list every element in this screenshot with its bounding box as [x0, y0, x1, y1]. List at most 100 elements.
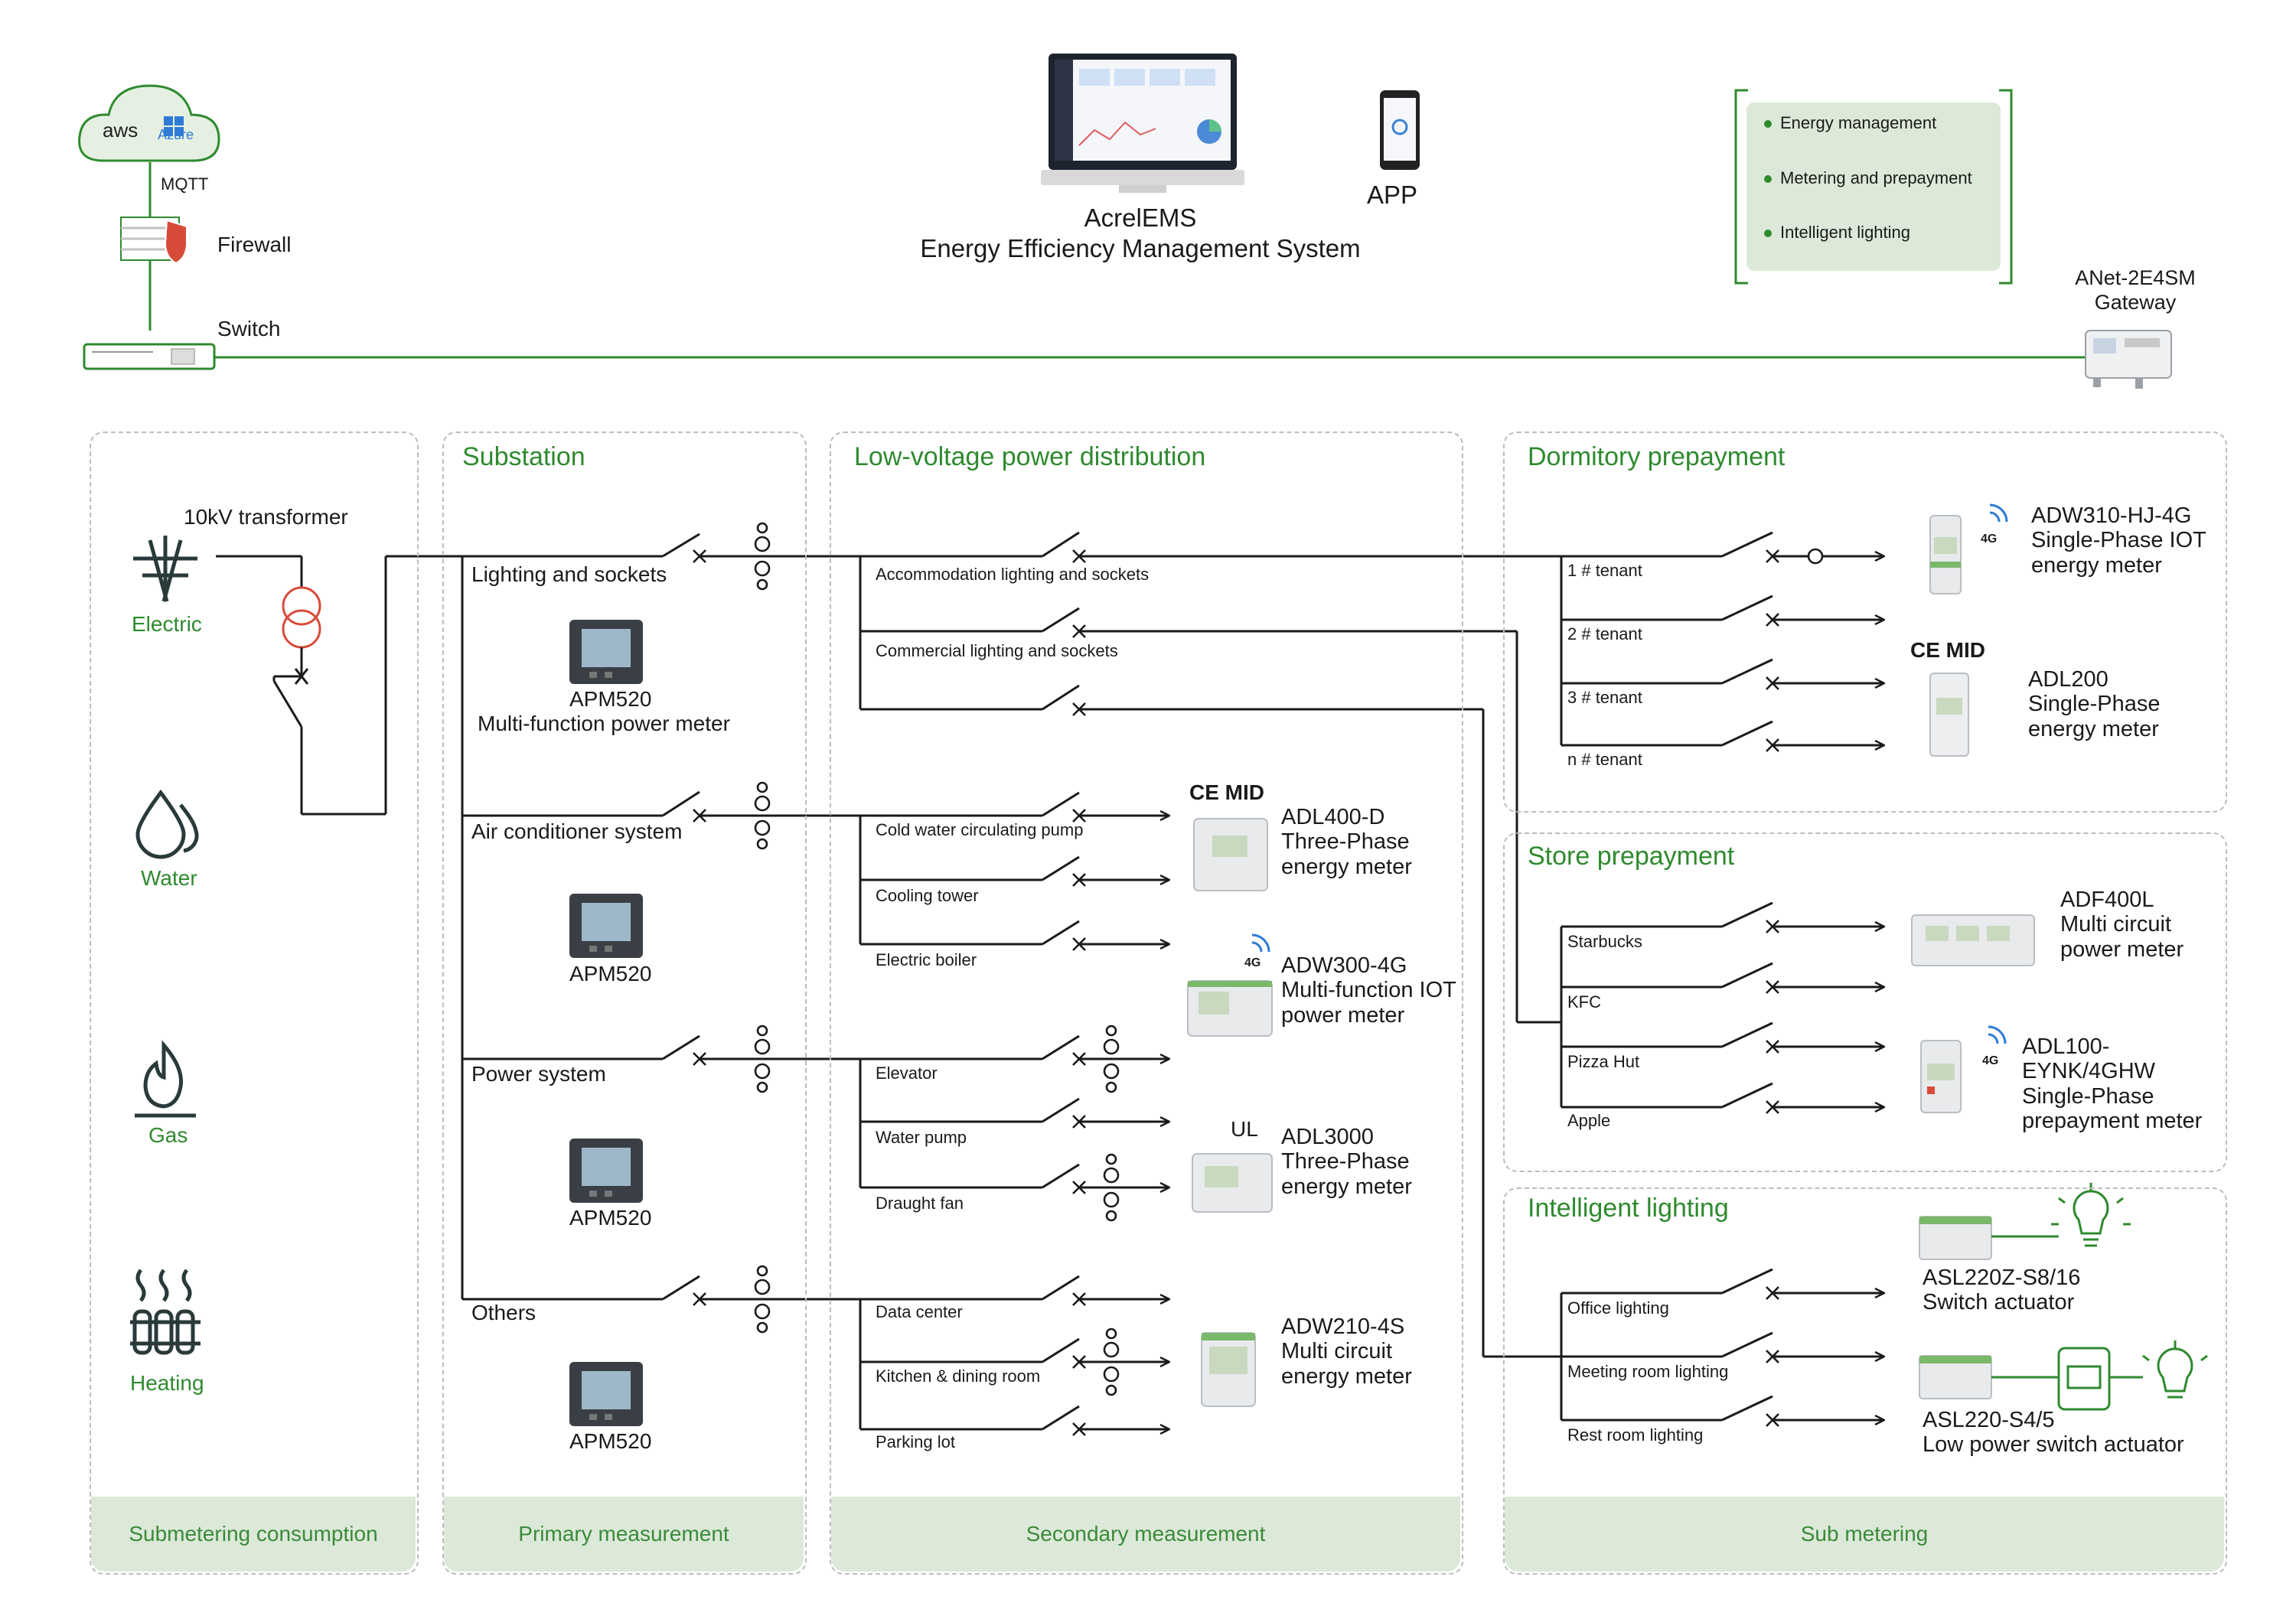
shop-pizza-hut: Pizza Hut: [1567, 1052, 1640, 1071]
tenant-n: n # tenant: [1567, 750, 1642, 769]
network-switch-icon: [83, 343, 216, 370]
apm520-label-3: APM520: [569, 1206, 652, 1230]
phone-icon: [1380, 90, 1420, 170]
dormitory-title: Dormitory prepayment: [1528, 442, 1786, 471]
lowvoltage-panel: [830, 432, 1463, 1575]
shop-kfc: KFC: [1567, 992, 1601, 1011]
feature-energy-management: Energy management: [1780, 113, 1937, 132]
store-title: Store prepayment: [1528, 842, 1735, 871]
branch-lighting-sockets: Lighting and sockets: [471, 562, 667, 586]
circuit-electric-boiler: Electric boiler: [876, 950, 977, 969]
branch-others: Others: [471, 1301, 536, 1324]
cert-ce-mid-2: CE MID: [1910, 638, 1985, 662]
tenant-3: 3 # tenant: [1567, 688, 1642, 707]
secondary-meter-icons: [1187, 818, 1273, 1407]
firewall-label: Firewall: [217, 233, 292, 256]
circuit-elevator: Elevator: [876, 1064, 938, 1083]
sub-metering-footer: Sub metering: [1505, 1497, 2224, 1572]
low-voltage-wiring: [859, 531, 1561, 1431]
monitor-icon: [1041, 54, 1244, 193]
current-transformers: [754, 522, 1824, 1396]
substation-wiring: [461, 533, 860, 1301]
tenant-1: 1 # tenant: [1567, 561, 1642, 580]
circuit-cold-water-pump: Cold water circulating pump: [876, 820, 1084, 839]
substation-footer: Primary measurement: [444, 1497, 804, 1572]
electric-tower-icon: [133, 536, 197, 602]
transformer-chain: [216, 555, 462, 816]
substation-panel: [442, 432, 807, 1575]
circuit-data-center: Data center: [876, 1302, 963, 1321]
feature-lighting: Intelligent lighting: [1780, 223, 1911, 242]
circuit-commercial: Commercial lighting and sockets: [876, 641, 1118, 660]
heating-radiator-icon: [130, 1269, 201, 1355]
store-panel: [1503, 832, 2227, 1172]
source-heating: Heating: [130, 1371, 204, 1395]
apm520-label-1: APM520: [569, 687, 652, 711]
mqtt-label: MQTT: [161, 174, 209, 194]
apm520-desc: Multi-function power meter: [478, 712, 730, 735]
system-subtitle: Energy Efficiency Management System: [920, 234, 1361, 262]
prepayment-wiring: [1560, 531, 1773, 1422]
system-name: AcrelEMS: [1084, 204, 1197, 232]
lighting-title: Intelligent lighting: [1528, 1194, 1729, 1223]
bulb-icon: [2051, 1183, 2131, 1247]
gateway-label: Gateway: [2094, 291, 2177, 314]
source-water: Water: [141, 866, 197, 890]
azure-label: Azure: [158, 127, 194, 142]
apm520-label-2: APM520: [569, 962, 652, 985]
cert-ul: UL: [1231, 1117, 1258, 1141]
bulb-icon-2: [2142, 1340, 2208, 1399]
feature-bracket: [1734, 89, 2013, 285]
cert-ce-mid-1: CE MID: [1189, 780, 1264, 804]
prepayment-meter-icons: [1911, 515, 2035, 1113]
circuit-parking-lot: Parking lot: [876, 1432, 955, 1451]
wireless-4g-icons: [1251, 503, 2008, 1044]
lighting-panel: [1503, 1187, 2227, 1575]
dormitory-panel: [1503, 432, 2227, 813]
circuit-cooling-tower: Cooling tower: [876, 886, 979, 905]
lighting-office: Office lighting: [1567, 1298, 1669, 1318]
gateway-device-icon: [2085, 330, 2172, 389]
lowvoltage-footer: Secondary measurement: [831, 1497, 1460, 1572]
lowvoltage-title: Low-voltage power distribution: [854, 442, 1206, 471]
aws-label: aws: [103, 119, 139, 142]
feature-metering: Metering and prepayment: [1780, 168, 1972, 187]
apm520-label-4: APM520: [569, 1429, 652, 1453]
lighting-actuator-icons: [1919, 1216, 2143, 1411]
water-drop-icon: [135, 789, 199, 859]
tenant-2: 2 # tenant: [1567, 624, 1642, 643]
submetering-footer: Submetering consumption: [91, 1497, 416, 1572]
source-gas: Gas: [148, 1123, 188, 1147]
gateway-model: ANet-2E4SM: [2075, 266, 2196, 289]
cert-4g-3: 4G: [1982, 1054, 1999, 1067]
branch-air-conditioner: Air conditioner system: [471, 819, 683, 843]
circuit-kitchen: Kitchen & dining room: [876, 1367, 1041, 1386]
cert-4g-1: 4G: [1244, 956, 1261, 969]
firewall-icon: [120, 217, 188, 265]
switch-label: Switch: [217, 317, 281, 340]
transformer-label: 10kV transformer: [184, 505, 348, 529]
submetering-panel: [90, 432, 419, 1575]
low-voltage-outputs: [1079, 816, 1169, 1429]
circuit-accommodation: Accommodation lighting and sockets: [876, 565, 1150, 584]
source-electric: Electric: [132, 612, 202, 636]
shop-starbucks: Starbucks: [1567, 932, 1642, 951]
gas-flame-icon: [135, 1040, 196, 1118]
substation-title: Substation: [462, 442, 585, 471]
lighting-rest-room: Rest room lighting: [1567, 1425, 1704, 1445]
prepayment-outputs: [1773, 556, 1884, 1420]
shop-apple: Apple: [1567, 1111, 1611, 1130]
apm520-meter-icons: [569, 620, 643, 1426]
cert-4g-2: 4G: [1981, 533, 1998, 546]
